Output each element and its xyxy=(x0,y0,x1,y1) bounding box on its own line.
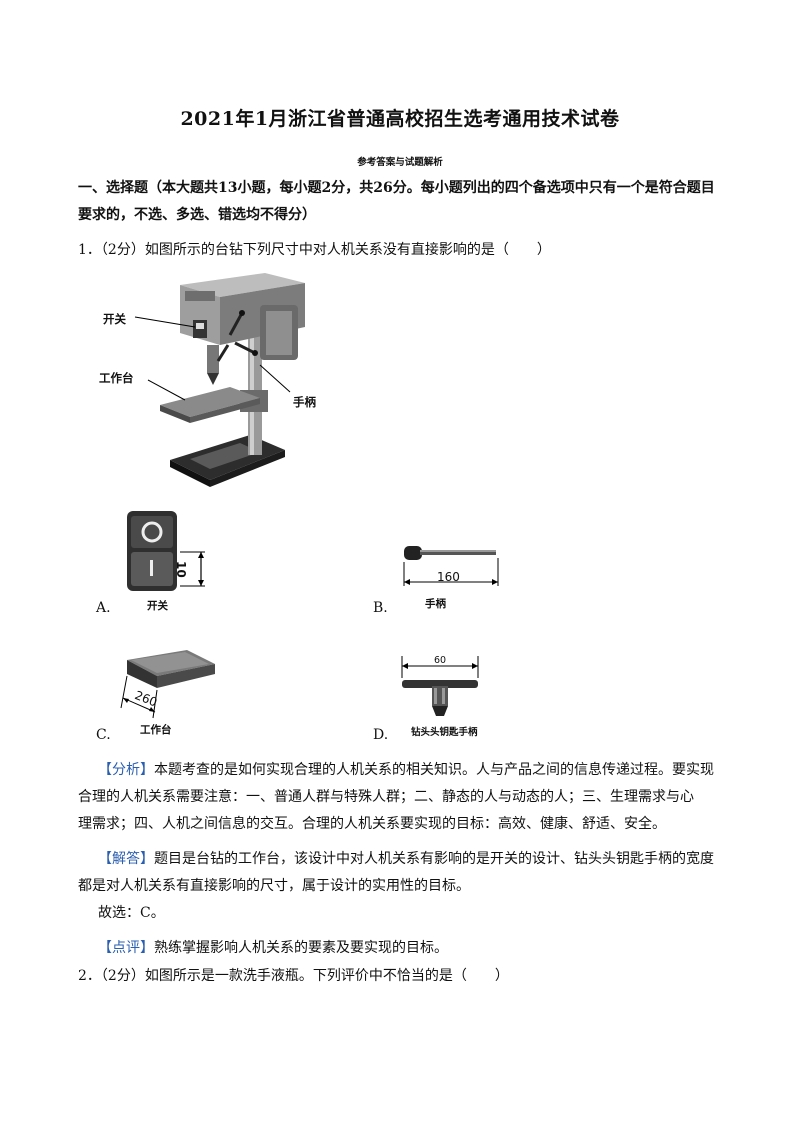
drill-press-figure xyxy=(134,273,305,487)
option-a-caption: 开关 xyxy=(147,600,168,612)
option-b-dimension: 160 xyxy=(437,570,460,584)
answer-text-1: 题目是台钻的工作台，该设计中对人机关系有影响的是开关的设计、钻头头钥匙手柄的宽度 xyxy=(154,851,714,867)
analysis-tag: 【分析】 xyxy=(98,762,154,778)
comment-block: 【点评】熟练掌握影响人机关系的要素及要实现的目标。 xyxy=(98,935,723,962)
drill-label-table: 工作台 xyxy=(99,371,134,385)
option-c-caption: 工作台 xyxy=(140,724,172,736)
answer-line-1: 【解答】题目是台钻的工作台，该设计中对人机关系有影响的是开关的设计、钻头头钥匙手… xyxy=(98,846,723,873)
option-b-caption: 手柄 xyxy=(425,598,446,610)
option-a-letter: A. xyxy=(96,600,111,616)
drill-press-image xyxy=(160,273,305,487)
analysis-text-1: 本题考查的是如何实现合理的人机关系的相关知识。人与产品之间的信息传递过程。要实现 xyxy=(154,762,714,778)
section-header: 一、选择题（本大题共13小题，每小题2分，共26分。每小题列出的四个备选项中只有… xyxy=(78,175,718,229)
question-1-stem: 1．（2分）如图所示的台钻下列尺寸中对人机关系没有直接影响的是（ ） xyxy=(78,242,551,258)
answer-line-2: 都是对人机关系有直接影响的尺寸，属于设计的实用性的目标。 xyxy=(78,878,470,894)
comment-text: 熟练掌握影响人机关系的要素及要实现的目标。 xyxy=(154,940,448,956)
page-subtitle: 参考答案与试题解析 xyxy=(357,157,443,168)
answer-choice: 故选：C。 xyxy=(98,905,165,921)
option-d-dimension: 60 xyxy=(434,655,447,666)
option-d-letter: D. xyxy=(373,727,389,743)
analysis-line-3: 理需求；四、人机之间信息的交互。合理的人机关系要实现的目标：高效、健康、舒适、安… xyxy=(78,816,666,832)
option-a-switch-image xyxy=(127,511,205,591)
option-b-letter: B. xyxy=(373,600,388,616)
option-c-table-image xyxy=(120,650,215,719)
comment-tag: 【点评】 xyxy=(98,940,154,956)
section-header-line2: 要求的，不选、多选、错选均不得分） xyxy=(78,207,316,223)
question-2-stem: 2．（2分）如图所示是一款洗手液瓶。下列评价中不恰当的是（ ） xyxy=(78,968,509,984)
page-title: 2021年1月浙江省普通高校招生选考通用技术试卷 xyxy=(180,108,620,130)
option-b-handle-image xyxy=(403,546,499,586)
handle-leader-line xyxy=(259,364,291,393)
drill-label-handle: 手柄 xyxy=(293,395,316,409)
option-d-chuck-key-image xyxy=(401,656,479,716)
switch-leader-line xyxy=(134,316,196,328)
drill-label-switch: 开关 xyxy=(103,312,126,326)
answer-tag: 【解答】 xyxy=(98,851,154,867)
section-header-line1: 一、选择题（本大题共13小题，每小题2分，共26分。每小题列出的四个备选项中只有… xyxy=(78,180,715,196)
analysis-block: 【分析】本题考查的是如何实现合理的人机关系的相关知识。人与产品之间的信息传递过程… xyxy=(78,757,723,838)
analysis-line-1: 【分析】本题考查的是如何实现合理的人机关系的相关知识。人与产品之间的信息传递过程… xyxy=(98,757,723,784)
option-a-dimension: 10 xyxy=(174,561,188,578)
answer-block: 【解答】题目是台钻的工作台，该设计中对人机关系有影响的是开关的设计、钻头头钥匙手… xyxy=(78,846,723,927)
analysis-line-2: 合理的人机关系需要注意：一、普通人群与特殊人群；二、静态的人与动态的人；三、生理… xyxy=(78,789,694,805)
option-d-caption: 钻头头钥匙手柄 xyxy=(411,727,478,738)
option-c-letter: C. xyxy=(96,727,111,743)
table-leader-line xyxy=(147,379,186,401)
